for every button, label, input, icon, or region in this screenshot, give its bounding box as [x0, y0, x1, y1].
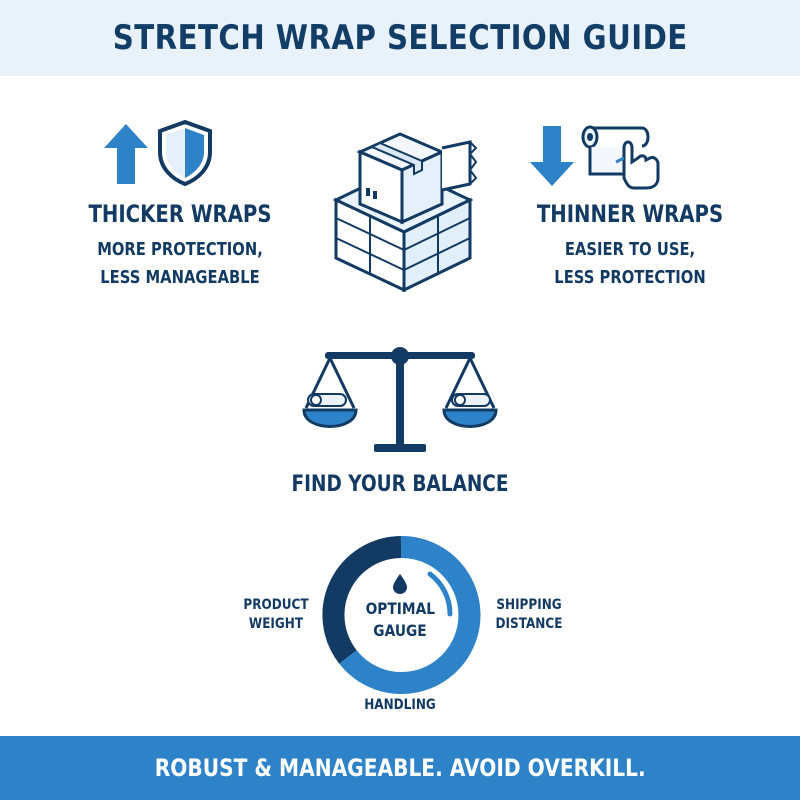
gauge-center-line2: GAUGE: [373, 621, 427, 640]
optimal-gauge-ring: [322, 535, 481, 694]
gauge-center-line1: OPTIMAL: [365, 599, 436, 618]
gauge-right-label: SHIPPING DISTANCE: [492, 596, 566, 634]
gauge-bottom-label: HANDLING: [364, 697, 436, 713]
thicker-line2: LESS MANAGEABLE: [100, 267, 260, 288]
wrapped-boxes-pallet-icon: [332, 132, 478, 293]
gauge-left-line2: WEIGHT: [248, 616, 304, 632]
gauge-center-label: OPTIMAL GAUGE: [366, 598, 435, 642]
arrow-down-icon: [530, 126, 574, 186]
shield-icon: [158, 119, 212, 187]
gauge-right-line1: SHIPPING: [496, 597, 562, 613]
balance-title: FIND YOUR BALANCE: [291, 472, 509, 497]
gauge-right-line2: DISTANCE: [495, 616, 563, 632]
balance-scale-icon: [302, 347, 498, 452]
thinner-line2: LESS PROTECTION: [554, 267, 706, 288]
gauge-left-line1: PRODUCT: [243, 597, 309, 613]
thicker-heading: THICKER WRAPS: [88, 200, 272, 228]
film-roll-hand-icon: [581, 125, 660, 190]
footer-banner: ROBUST & MANAGEABLE. AVOID OVERKILL.: [0, 736, 800, 800]
thinner-heading: THINNER WRAPS: [536, 200, 724, 228]
thinner-line1: EASIER TO USE,: [564, 239, 696, 260]
header-banner: STRETCH WRAP SELECTION GUIDE: [0, 0, 800, 76]
gauge-left-label: PRODUCT WEIGHT: [242, 596, 311, 634]
arrow-up-icon: [104, 124, 148, 184]
page-title: STRETCH WRAP SELECTION GUIDE: [112, 18, 688, 58]
thicker-line1: MORE PROTECTION,: [97, 239, 263, 260]
footer-text: ROBUST & MANAGEABLE. AVOID OVERKILL.: [154, 754, 646, 782]
droplet-icon: [393, 574, 407, 594]
